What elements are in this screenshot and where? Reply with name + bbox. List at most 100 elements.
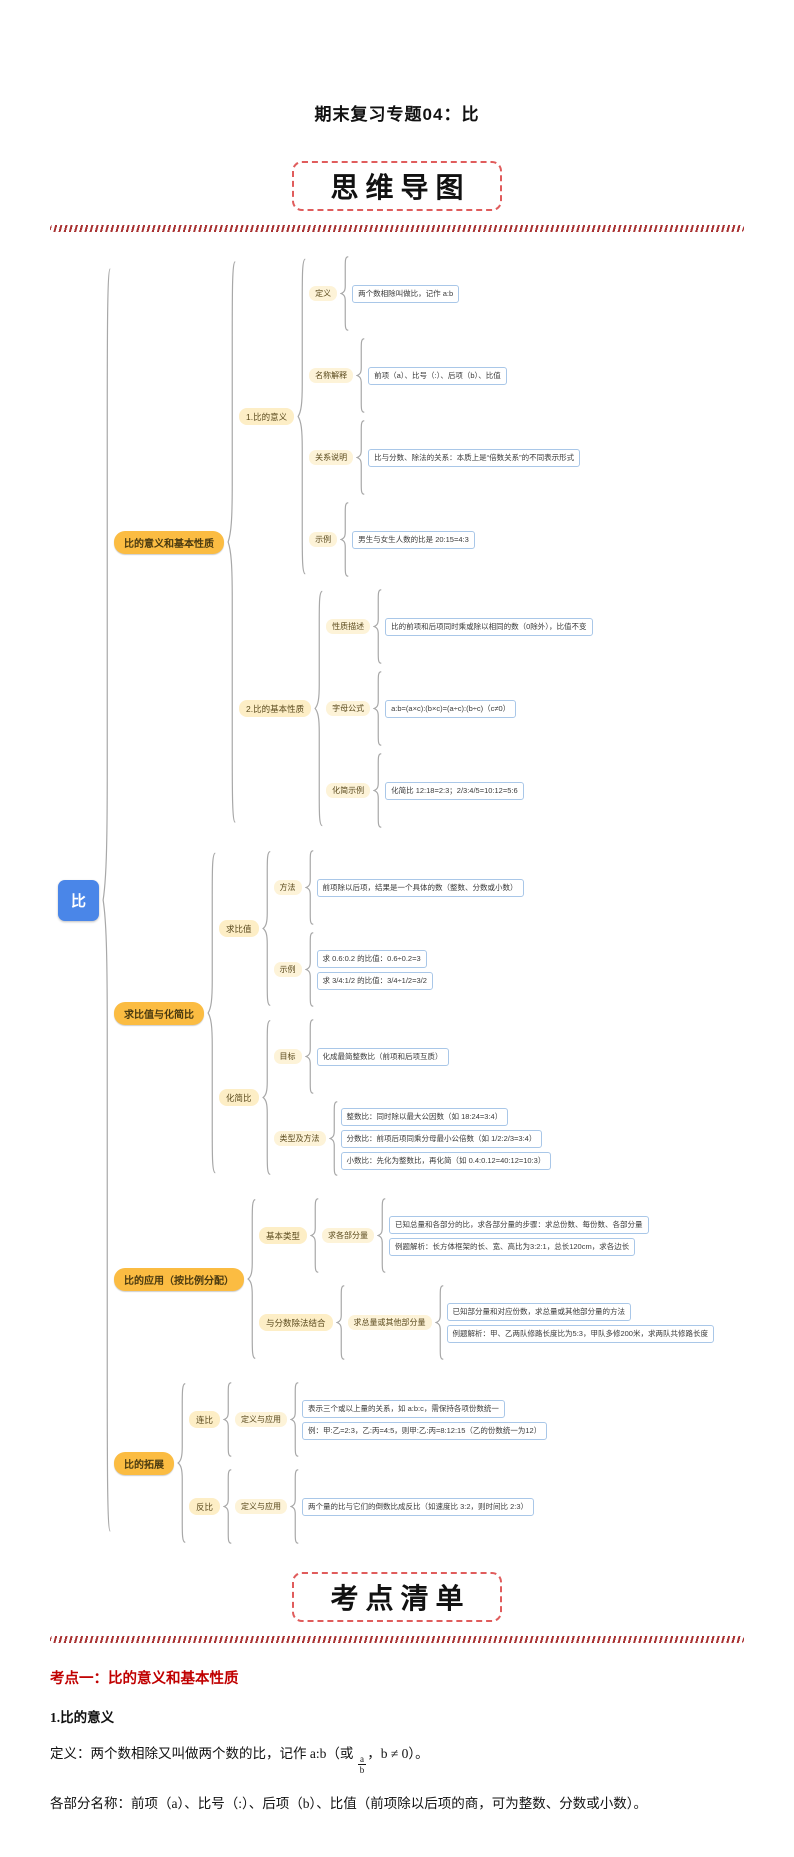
mindmap-node-row: 比与分数、除法的关系：本质上是“倍数关系”的不同表示形式 <box>368 448 581 467</box>
decorative-separator <box>50 1636 744 1643</box>
mindmap-mid-label: 连比 <box>189 1411 221 1428</box>
mindmap-mid-label: 求比值 <box>219 920 259 937</box>
mindmap-children-group: 化成最简整数比（前项和后项互质） <box>316 1047 449 1066</box>
brace-connector <box>247 1198 256 1360</box>
mindmap-node-row: 定义与应用两个量的比与它们的倒数比成反比（如速度比 3:2，则时间比 2:3） <box>235 1469 535 1544</box>
mindmap-node-row: 比的前项和后项同时乘或除以相同的数（0除外），比值不变 <box>385 617 593 636</box>
mindmap-node-row: 求各部分量已知总量和各部分的比，求各部分量的步骤：求总份数、每份数、各部分量例题… <box>322 1198 649 1273</box>
mindmap-mid-label: 1.比的意义 <box>239 408 295 425</box>
mindmap-branch-label: 比的拓展 <box>114 1451 175 1475</box>
mindmap-children-group: 方法前项除以后项，结果是一个具体的数（整数、分数或小数）示例求 0.6:0.2 … <box>273 850 524 1007</box>
mindmap-node-row: 关系说明比与分数、除法的关系：本质上是“倍数关系”的不同表示形式 <box>309 420 581 495</box>
mindmap-children-group: 化简比 12:18=2:3；2/3:4/5=10:12=5:6 <box>385 781 524 800</box>
mindmap-branch-label: 比的意义和基本性质 <box>114 530 225 554</box>
mindmap-children-group: 表示三个或以上量的关系，如 a:b:c，需保持各项份数统一例：甲:乙=2:3，乙… <box>302 1399 548 1440</box>
definition-text-prefix: 定义：两个数相除又叫做两个数的比，记作 a:b（或 <box>50 1746 357 1761</box>
mindmap-node-row: 前项除以后项，结果是一个具体的数（整数、分数或小数） <box>316 878 524 897</box>
definition-text-suffix: ，b ≠ 0）。 <box>367 1746 429 1761</box>
mindmap-leaf-label: 比的前项和后项同时乘或除以相同的数（0除外），比值不变 <box>385 617 593 636</box>
mindmap-node-row: 目标化成最简整数比（前项和后项互质） <box>273 1019 449 1094</box>
mindmap-leaf-label: 化成最简整数比（前项和后项互质） <box>316 1047 449 1066</box>
mindmap-children-group: 整数比：同时除以最大公因数（如 18:24=3:4）分数比：前项后项同乘分母最小… <box>340 1107 552 1170</box>
mindmap-tag-label: 求总量或其他部分量 <box>347 1315 432 1330</box>
mindmap-leaf-label: 男生与女生人数的比是 20:15=4:3 <box>352 530 475 549</box>
mindmap-children-group: 两个数相除叫做比，记作 a:b <box>352 284 460 303</box>
mindmap-children-group: 男生与女生人数的比是 20:15=4:3 <box>352 530 475 549</box>
mindmap-node-row: 连比定义与应用表示三个或以上量的关系，如 a:b:c，需保持各项份数统一例：甲:… <box>189 1382 548 1457</box>
brace-connector <box>336 1285 345 1360</box>
mindmap-leaf-label: 表示三个或以上量的关系，如 a:b:c，需保持各项份数统一 <box>302 1399 505 1418</box>
mindmap-tag-label: 性质描述 <box>326 619 371 634</box>
mindmap-node-row: 与分数除法结合求总量或其他部分量已知部分量和对应份数，求总量或其他部分量的方法例… <box>259 1285 714 1360</box>
brace-connector <box>290 1469 299 1544</box>
mindmap-node-row: 性质描述比的前项和后项同时乘或除以相同的数（0除外），比值不变 <box>326 589 593 664</box>
mindmap-node-row: 已知总量和各部分的比，求各部分量的步骤：求总份数、每份数、各部分量 <box>389 1215 649 1234</box>
mindmap-tag-label: 关系说明 <box>309 450 354 465</box>
mindmap-children-group: 定义与应用两个量的比与它们的倒数比成反比（如速度比 3:2，则时间比 2:3） <box>235 1469 535 1544</box>
decorative-separator <box>50 225 744 232</box>
brace-connector <box>305 850 314 925</box>
mindmap-leaf-label: 例：甲:乙=2:3，乙:丙=4:5，则甲:乙:丙=8:12:15（乙的份数统一为… <box>302 1421 548 1440</box>
mindmap-leaf-label: 例题解析：长方体框架的长、宽、高比为3:2:1，总长120cm，求各边长 <box>389 1237 636 1256</box>
mindmap-node-row: 分数比：前项后项同乘分母最小公倍数（如 1/2:2/3=3:4） <box>340 1129 543 1148</box>
mindmap-node-row: 前项（a）、比号（:）、后项（b）、比值 <box>368 366 507 385</box>
fraction-denominator: b <box>359 1765 365 1776</box>
mindmap-node-row: 男生与女生人数的比是 20:15=4:3 <box>352 530 475 549</box>
mindmap-node-row: 表示三个或以上量的关系，如 a:b:c，需保持各项份数统一 <box>302 1399 505 1418</box>
brace-connector <box>305 1019 314 1094</box>
brace-connector <box>223 1469 232 1544</box>
brace-connector <box>262 850 271 1007</box>
mindmap-children-group: 已知部分量和对应份数，求总量或其他部分量的方法例题解析：甲、乙两队修路长度比为5… <box>446 1302 714 1343</box>
mindmap-node-row: 类型及方法整数比：同时除以最大公因数（如 18:24=3:4）分数比：前项后项同… <box>273 1101 552 1176</box>
brace-connector <box>329 1101 338 1176</box>
mindmap-mid-label: 基本类型 <box>259 1227 308 1244</box>
brace-connector <box>102 256 111 1544</box>
brace-connector <box>207 850 216 1176</box>
fraction-numerator: a <box>357 1754 367 1766</box>
mindmap-node-row: 两个量的比与它们的倒数比成反比（如速度比 3:2，则时间比 2:3） <box>302 1497 535 1516</box>
mindmap-leaf-label: 比与分数、除法的关系：本质上是“倍数关系”的不同表示形式 <box>368 448 581 467</box>
mindmap-node-row: 示例男生与女生人数的比是 20:15=4:3 <box>309 502 475 577</box>
brace-connector <box>177 1382 186 1544</box>
mindmap-children-group: 求总量或其他部分量已知部分量和对应份数，求总量或其他部分量的方法例题解析：甲、乙… <box>347 1285 714 1360</box>
mindmap-node-row: 两个数相除叫做比，记作 a:b <box>352 284 460 303</box>
mindmap-tag-label: 目标 <box>273 1049 302 1064</box>
mindmap-tag-label: 求各部分量 <box>322 1228 375 1243</box>
brace-connector <box>310 1198 319 1273</box>
mindmap-node-row: 方法前项除以后项，结果是一个具体的数（整数、分数或小数） <box>273 850 524 925</box>
names-paragraph: 各部分名称：前项（a）、比号（:）、后项（b）、比值（前项除以后项的商，可为整数… <box>50 1795 647 1811</box>
brace-connector <box>377 1198 386 1273</box>
mindmap-tag-label: 示例 <box>309 532 338 547</box>
mindmap-children-group: a:b=(a×c):(b×c)=(a÷c):(b÷c)（c≠0） <box>385 699 517 718</box>
brace-connector <box>435 1285 444 1360</box>
brace-connector <box>340 502 349 577</box>
mindmap-children-group: 求各部分量已知总量和各部分的比，求各部分量的步骤：求总份数、每份数、各部分量例题… <box>322 1198 649 1273</box>
mindmap-node-row: 求比值方法前项除以后项，结果是一个具体的数（整数、分数或小数）示例求 0.6:0… <box>219 850 524 1007</box>
mindmap-node-row: 2.比的基本性质 性质描述比的前项和后项同时乘或除以相同的数（0除外），比值不变字… <box>239 589 593 828</box>
mindmap-node-row: 例：甲:乙=2:3，乙:丙=4:5，则甲:乙:丙=8:12:15（乙的份数统一为… <box>302 1421 548 1440</box>
mindmap-children-group: 目标化成最简整数比（前项和后项互质）类型及方法整数比：同时除以最大公因数（如 1… <box>273 1019 552 1176</box>
mindmap-section-header-box: 思维导图 <box>292 161 502 211</box>
brace-connector <box>305 932 314 1007</box>
mindmap-node-row: 反比定义与应用两个量的比与它们的倒数比成反比（如速度比 3:2，则时间比 2:3… <box>189 1469 535 1544</box>
mindmap-leaf-label: 求 3/4:1/2 的比值：3/4÷1/2=3/2 <box>316 971 433 990</box>
mindmap-children-group: 连比定义与应用表示三个或以上量的关系，如 a:b:c，需保持各项份数统一例：甲:… <box>189 1382 548 1544</box>
mindmap-node-row: 基本类型求各部分量已知总量和各部分的比，求各部分量的步骤：求总份数、每份数、各部… <box>259 1198 649 1273</box>
document-title: 期末复习专题04：比 <box>314 105 480 124</box>
mindmap-node-row: a:b=(a×c):(b×c)=(a÷c):(b÷c)（c≠0） <box>385 699 517 718</box>
mindmap-tag-label: 字母公式 <box>326 701 371 716</box>
mindmap-leaf-label: 已知部分量和对应份数，求总量或其他部分量的方法 <box>446 1302 632 1321</box>
mindmap-tag-label: 定义与应用 <box>235 1412 288 1427</box>
mindmap-leaf-label: 分数比：前项后项同乘分母最小公倍数（如 1/2:2/3=3:4） <box>340 1129 543 1148</box>
mindmap-children-group: 前项除以后项，结果是一个具体的数（整数、分数或小数） <box>316 878 524 897</box>
mindmap-leaf-label: 化简比 12:18=2:3；2/3:4/5=10:12=5:6 <box>385 781 524 800</box>
mindmap-mid-label: 反比 <box>189 1498 221 1515</box>
mindmap-section-header: 思维导图 <box>330 172 471 203</box>
mindmap-leaf-label: 前项（a）、比号（:）、后项（b）、比值 <box>368 366 507 385</box>
mindmap-mid-label: 2.比的基本性质 <box>239 700 312 717</box>
